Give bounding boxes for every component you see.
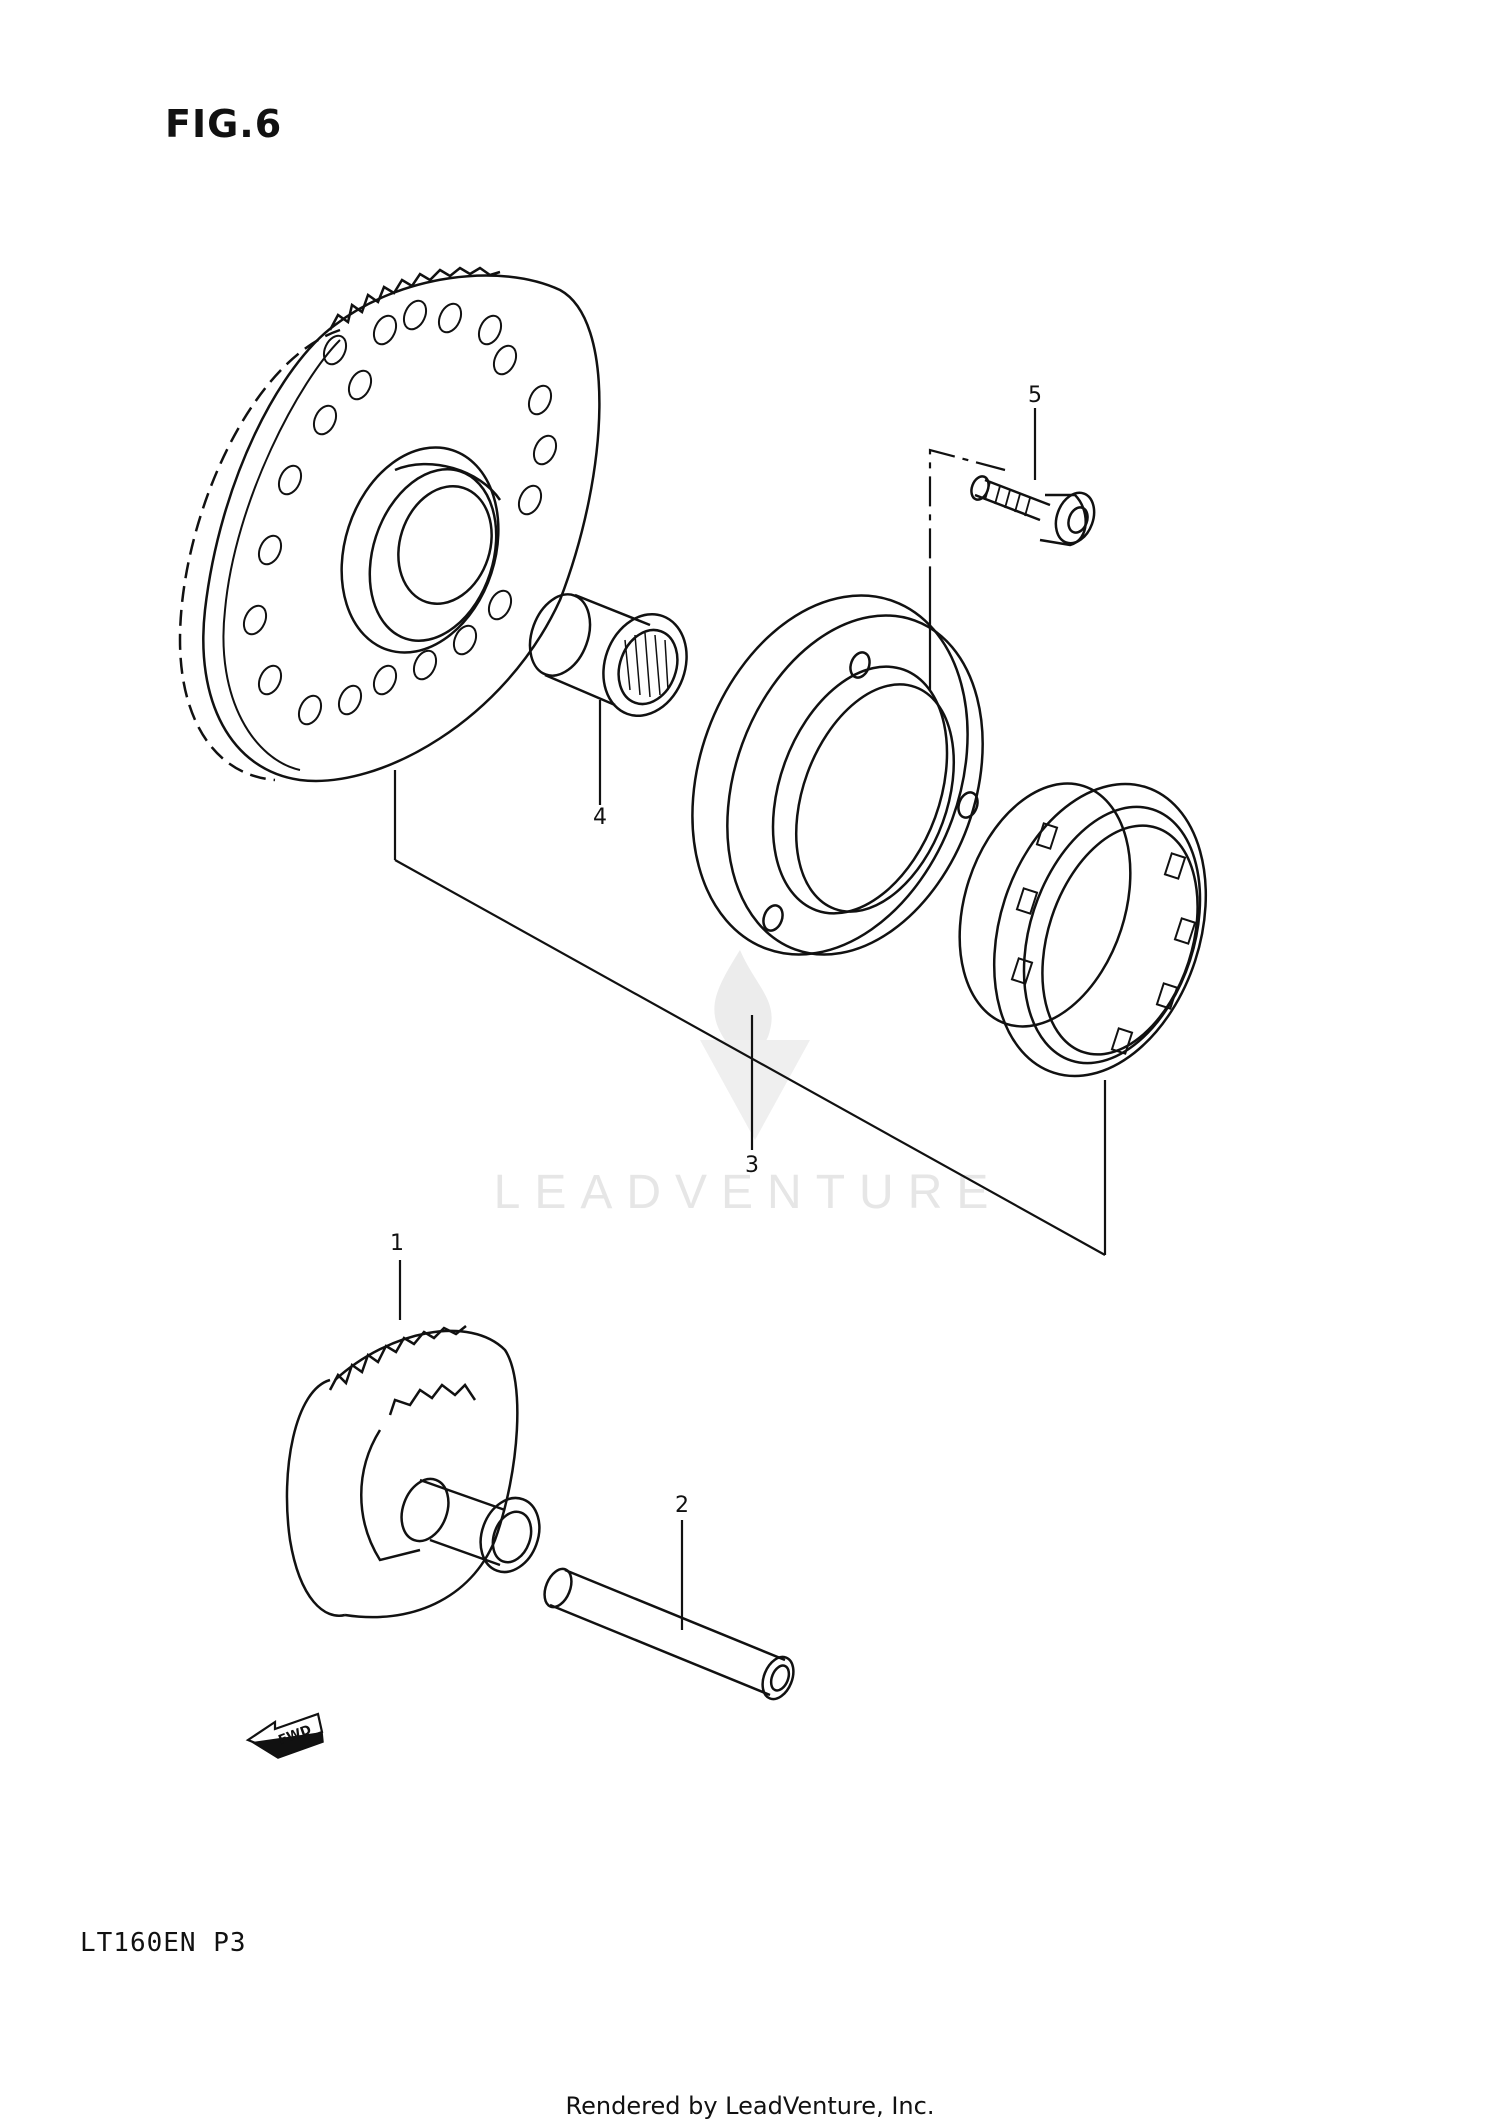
callout-1: 1: [390, 1231, 404, 1256]
callout-3: 3: [745, 1153, 759, 1178]
watermark-logo-icon: [700, 950, 810, 1140]
leader-lines: [393, 408, 1107, 1630]
callout-2: 2: [675, 1493, 689, 1518]
socket-bolt: [970, 475, 1096, 547]
part-code: LT160EN P3: [80, 1928, 247, 1958]
clutch-housing-ring: [691, 594, 984, 956]
idle-gear-shaft: [543, 1567, 795, 1701]
forward-arrow-icon: FWD: [245, 1712, 324, 1759]
one-way-clutch: [958, 782, 1208, 1078]
figure-title: FIG.6: [165, 102, 283, 146]
callout-5: 5: [1028, 383, 1042, 408]
needle-bearing: [528, 593, 688, 717]
callout-4: 4: [593, 805, 607, 830]
watermark: LEADVENTURE: [494, 950, 1003, 1219]
footer-credit: Rendered by LeadVenture, Inc.: [565, 2092, 935, 2120]
watermark-text: LEADVENTURE: [494, 1166, 1003, 1219]
starter-idle-gear: [285, 1325, 541, 1619]
starter-clutch-gear-large: [178, 266, 601, 783]
